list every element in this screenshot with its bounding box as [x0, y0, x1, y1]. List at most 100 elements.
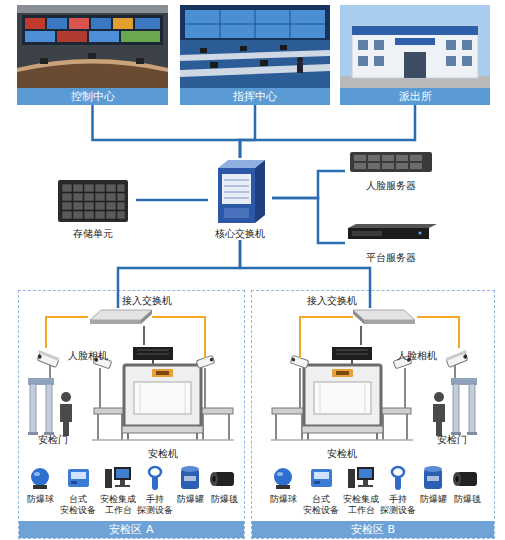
storage-rack-icon	[117, 193, 125, 201]
control-room-photo	[17, 59, 168, 88]
explosion-proof-tank-icon	[181, 466, 199, 489]
access-switch-icon	[90, 320, 141, 324]
device-name: 安检机	[257, 448, 427, 460]
device-name: 人脸服务器	[333, 180, 449, 192]
storage-rack-icon	[106, 193, 116, 201]
network-link	[417, 317, 459, 348]
x-ray-machine-icon	[94, 408, 126, 414]
access-switch-icon	[90, 310, 152, 324]
network-link	[240, 105, 415, 158]
network-link	[93, 105, 241, 158]
police-station-photo	[358, 56, 368, 66]
storage-rack-icon	[62, 184, 125, 219]
x-ray-machine-icon	[133, 347, 173, 360]
storage-rack-icon	[95, 211, 105, 219]
storage-node: 存储单元	[50, 176, 136, 240]
device-name: 核心交换机	[196, 228, 284, 240]
storage-rack-icon	[62, 184, 72, 192]
storage-rack-icon	[117, 211, 125, 219]
face-camera-icon	[35, 350, 59, 378]
core-switch-icon	[224, 186, 249, 187]
device-caption: 防爆球	[262, 494, 304, 505]
x-ray-machine-icon	[124, 365, 201, 426]
access-switch-node: 接入交换机	[88, 308, 152, 326]
storage-rack-icon	[73, 184, 83, 192]
network-link	[272, 198, 345, 243]
storage-rack-icon	[117, 184, 125, 192]
police-station-photo	[340, 5, 490, 88]
x-ray-machine-node: 安检机	[269, 345, 415, 460]
control-room-photo	[17, 5, 168, 88]
server-node: 人脸服务器	[345, 150, 437, 192]
core-switch-icon	[255, 160, 265, 223]
network-link	[118, 240, 240, 308]
face-server-icon	[396, 155, 408, 161]
x-ray-machine-icon	[134, 382, 191, 414]
site-name: 派出所	[340, 88, 490, 105]
site-photo-box: 派出所	[340, 5, 490, 105]
device-icons	[31, 466, 234, 490]
desktop-detector-icon	[68, 469, 89, 487]
device-name: 安检机	[78, 448, 248, 460]
desktop-detector-icon	[71, 472, 86, 479]
x-ray-machine-icon	[122, 426, 203, 433]
face-server-icon	[354, 155, 366, 161]
police-station-photo	[395, 38, 435, 45]
security-gate-node: 安检门	[425, 376, 479, 446]
core-switch-icon	[218, 168, 255, 223]
control-room-photo	[47, 18, 67, 29]
platform-server-icon	[348, 228, 429, 239]
police-station-photo	[404, 52, 426, 78]
explosion-proof-ball-icon	[31, 468, 49, 489]
security-gate-icon	[28, 432, 38, 435]
server-node: 平台服务器	[345, 222, 437, 264]
police-station-photo	[358, 40, 368, 50]
face-server-icon	[350, 152, 432, 172]
face-camera-icon	[38, 350, 60, 361]
control-room-photo	[17, 5, 168, 88]
device-icons	[274, 466, 477, 490]
command-room-photo	[185, 24, 325, 25]
workstation-icon	[105, 469, 112, 488]
access-switch-icon	[141, 310, 152, 324]
network-link	[300, 317, 353, 345]
site-photo-box: 控制中心	[17, 5, 168, 105]
storage-rack-icon	[62, 211, 72, 219]
handheld-detector-icon	[149, 467, 161, 490]
site-name: 指挥中心	[180, 88, 330, 105]
security-gate-icon	[30, 384, 36, 434]
device-caption: 防爆球	[19, 494, 61, 505]
access-switch-node: 接入交换机	[353, 308, 417, 326]
network-link	[143, 326, 145, 345]
device-name: 接入交换机	[307, 295, 357, 307]
storage-rack-icon	[84, 193, 94, 201]
police-station-photo	[446, 40, 456, 50]
control-room-photo	[25, 18, 45, 29]
security-zone-scene	[28, 310, 234, 440]
x-ray-machine-icon	[209, 357, 214, 362]
workstation-icon	[116, 469, 129, 478]
x-ray-machine-icon	[199, 408, 233, 414]
x-ray-machine-icon	[97, 414, 99, 440]
police-station-photo	[462, 40, 472, 50]
device-caption: 防爆罐	[169, 494, 211, 505]
face-camera-node: 人脸相机	[397, 348, 469, 380]
storage-rack-icon	[73, 202, 83, 210]
x-ray-machine-icon	[137, 354, 169, 355]
core-switch-icon	[224, 208, 249, 218]
security-gate-node: 安检门	[26, 376, 80, 446]
police-station-photo	[352, 26, 478, 78]
storage-rack-icon	[95, 202, 105, 210]
face-server-icon	[410, 163, 422, 169]
storage-rack-icon	[62, 202, 72, 210]
police-station-photo	[374, 40, 384, 50]
platform-server-icon	[352, 231, 382, 236]
face-server-icon	[368, 155, 380, 161]
explosion-proof-blanket-icon	[213, 476, 216, 482]
device-caption: 防爆罐	[412, 494, 454, 505]
network-link	[136, 199, 208, 202]
handheld-detector-icon	[152, 476, 158, 490]
device-name: 人脸相机	[68, 350, 108, 362]
